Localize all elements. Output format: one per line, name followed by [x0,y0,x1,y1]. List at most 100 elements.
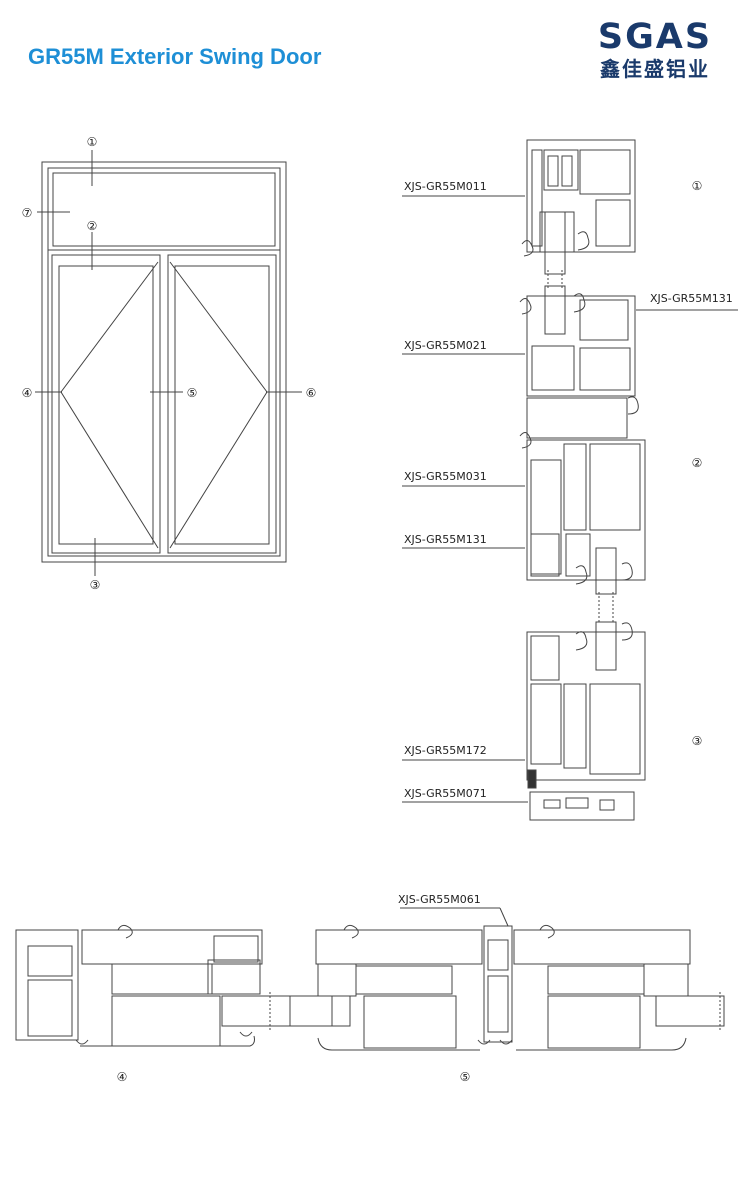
profile-outline [643,963,689,997]
profile-outline [547,995,641,1049]
gasket [575,631,588,651]
profile-outline [483,925,513,1043]
profile-outline [589,443,641,531]
profile-outline [213,935,259,963]
horizontal-section-5 [289,907,725,1051]
logo-subtitle: 鑫佳盛铝业 [600,57,710,81]
transom-glass [52,172,276,247]
profile-outline [579,299,629,341]
profile-outline [111,995,221,1047]
profile-outline [15,929,79,1041]
callout-3: ③ [90,578,101,592]
part-label-m061: XJS-GR55M061 [398,893,481,906]
gasket [521,240,534,257]
transom-sash-profile [519,285,646,585]
part-label-m071: XJS-GR55M071 [404,787,487,800]
part-label-m131: XJS-GR55M131 [404,533,487,546]
threshold-detail [543,799,561,809]
gasket [575,565,588,585]
profile-outline [543,149,579,191]
horizontal-section-labels: XJS-GR55M061 ④ ⑤ [117,893,481,1084]
gasket [627,396,639,415]
part-label-m021: XJS-GR55M021 [404,339,487,352]
head-profile [521,139,636,257]
leader-line [499,907,509,927]
profile-outline [547,155,559,187]
vertical-section [402,139,738,821]
callout-1: ① [87,135,98,149]
part-label-m011: XJS-GR55M011 [404,180,487,193]
callout-4: ④ [22,386,33,400]
profile-outline [355,965,453,995]
callout-7: ⑦ [22,206,33,220]
profile-outline [27,979,73,1037]
gasket [499,1039,513,1045]
profile-outline [565,533,591,577]
section-marker-4: ④ [117,1070,128,1084]
part-label-m031: XJS-GR55M031 [404,470,487,483]
profile-outline [563,443,587,531]
right-leaf-glass [174,265,270,545]
threshold-detail [599,799,615,811]
profile-outline [526,397,628,439]
left-leaf-swing-indicator [60,261,159,549]
gasket [621,622,633,641]
profile-outline [531,149,543,247]
profile-outline [487,975,509,1033]
profile-outline [111,963,213,995]
gasket [75,1039,89,1045]
threshold-detail [565,797,589,809]
profile-outline [81,929,263,965]
glass-pane [289,995,351,1027]
right-leaf-swing-indicator [169,261,268,549]
profile-outline [526,631,646,781]
profile-outline [363,995,457,1049]
profile-outline [547,965,645,995]
gasket [519,298,532,315]
profile-outline [207,959,261,995]
profile-outline [526,139,636,253]
glass-pane [221,995,333,1027]
callout-6: ⑥ [306,386,317,400]
profile-outline [579,149,631,195]
inner-frame [47,167,281,557]
sash-outline [80,1035,255,1047]
callout-2: ② [87,219,98,233]
gasket [117,924,133,939]
profile-outline [589,683,641,775]
profile-outline [513,929,691,965]
profile-outline [530,533,560,577]
profile-outline [561,155,573,187]
glass-pane [595,547,617,595]
sash-outline [516,1037,687,1051]
part-label-m131-top: XJS-GR55M131 [650,292,733,305]
brand-logo: SGAS 鑫佳盛铝业 [585,18,725,82]
threshold-profile [529,791,635,821]
glass-pane [655,995,725,1027]
profile-outline [595,199,631,247]
left-leaf-glass [58,265,154,545]
section-marker-1: ① [692,179,703,193]
outer-frame [41,161,287,563]
sash-outline [317,1037,480,1051]
gasket [577,231,590,251]
gasket [477,1039,491,1045]
callout-5: ⑤ [187,386,198,400]
profile-outline [487,939,509,971]
logo-wordmark: SGAS [597,17,713,57]
profile-outline [317,963,357,997]
gasket [539,924,555,939]
glass-pane [544,285,566,335]
door-elevation [35,150,302,576]
glass-pane [595,621,617,671]
profile-outline [531,345,575,391]
section-marker-2: ② [692,456,703,470]
profile-outline [530,683,562,765]
gasket [621,562,633,581]
profile-outline [563,683,587,769]
part-label-m172: XJS-GR55M172 [404,744,487,757]
elevation-callouts: ① ② ③ ④ ⑤ ⑥ ⑦ [22,135,317,592]
profile-outline [315,929,483,965]
gasket [343,924,359,939]
